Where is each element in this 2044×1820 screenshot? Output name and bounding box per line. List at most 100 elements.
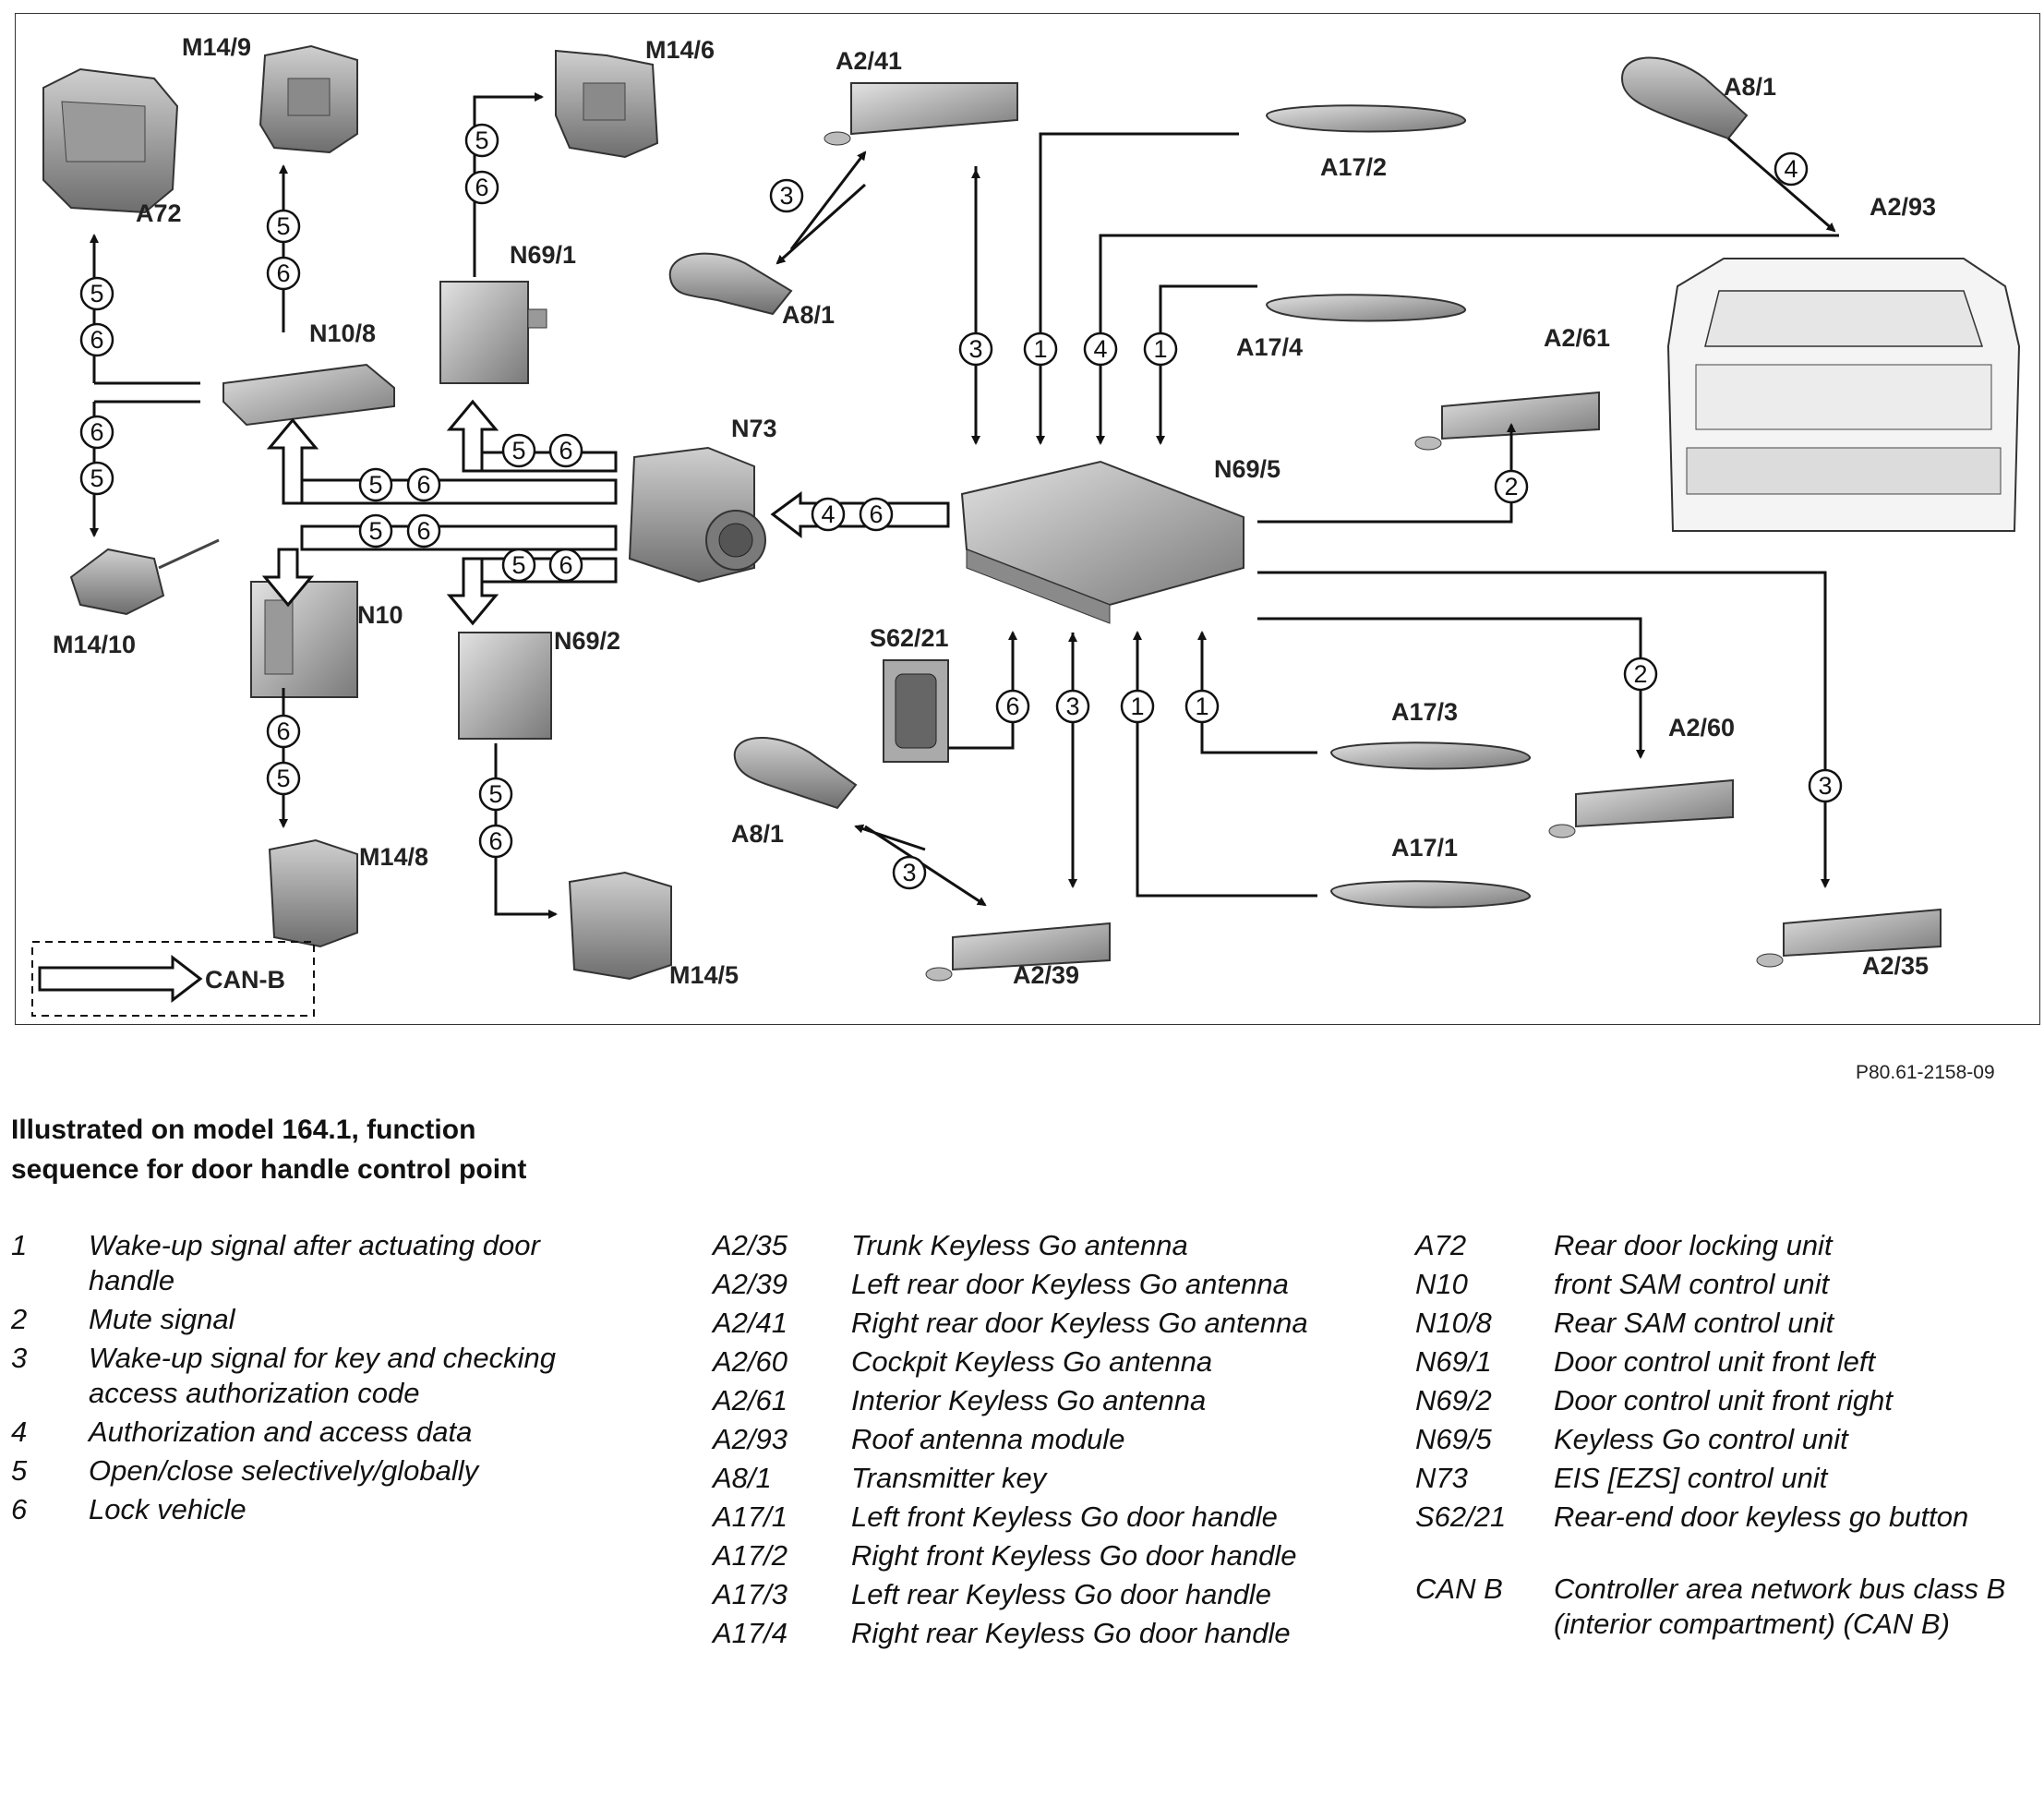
legend-text: Interior Keyless Go antenna — [851, 1384, 1207, 1416]
legend-text: Wake-up signal for key and checking acce… — [89, 1342, 557, 1409]
legend-key: N69/1 — [1415, 1345, 1492, 1378]
legend-key: 2 — [11, 1303, 28, 1335]
legend-key: N10/8 — [1415, 1307, 1492, 1339]
label-a8-1-right: A8/1 — [1724, 73, 1776, 101]
m14-6-actuator-image — [555, 49, 659, 159]
svg-text:6: 6 — [475, 174, 488, 201]
m14-5-actuator-image — [568, 871, 672, 981]
svg-text:1: 1 — [1130, 693, 1144, 720]
label-a2-35: A2/35 — [1862, 952, 1929, 980]
label-a17-1: A17/1 — [1391, 834, 1458, 862]
legend-text: Controller area network bus class B (int… — [1554, 1573, 2006, 1640]
figure-reference: P80.61-2158-09 — [1856, 1062, 1995, 1083]
legend-text: Rear door locking unit — [1554, 1229, 1833, 1261]
svg-text:6: 6 — [1005, 693, 1019, 720]
label-a17-2: A17/2 — [1320, 153, 1387, 181]
svg-text:1: 1 — [1195, 693, 1208, 720]
caption-title-line2: sequence for door handle control point — [11, 1154, 527, 1185]
legend-key: 3 — [11, 1342, 28, 1374]
legend-key: A72 — [1415, 1229, 1467, 1261]
svg-text:3: 3 — [779, 182, 793, 210]
label-a17-3: A17/3 — [1391, 698, 1458, 726]
svg-text:4: 4 — [1784, 155, 1798, 183]
a2-60-antenna-image — [1548, 778, 1734, 838]
legend-text: EIS [EZS] control unit — [1554, 1462, 1828, 1494]
legend-key: 4 — [11, 1416, 28, 1448]
legend-key: A2/41 — [713, 1307, 788, 1339]
a2-35-antenna-image — [1756, 908, 1942, 968]
legend-key: N69/5 — [1415, 1423, 1492, 1455]
m14-8-actuator-image — [268, 838, 358, 948]
legend-text: Transmitter key — [851, 1462, 1047, 1494]
component-labels: A72 M14/9 M14/6 A2/41 A8/1 A17/2 A8/1 A2… — [53, 33, 1936, 994]
svg-text:6: 6 — [416, 471, 430, 499]
legend-text: Roof antenna module — [851, 1423, 1125, 1455]
svg-text:6: 6 — [559, 551, 572, 579]
n69-1-control-unit-image — [439, 281, 547, 384]
a8-1-key-bottom-image — [733, 737, 858, 810]
legend-key: N73 — [1415, 1462, 1468, 1494]
svg-text:1: 1 — [1033, 335, 1047, 363]
n10-8-control-unit-image — [222, 363, 395, 427]
svg-text:1: 1 — [1153, 335, 1167, 363]
legend-key: 1 — [11, 1229, 28, 1261]
a8-1-key-right-image — [1620, 56, 1749, 140]
legend-text: Door control unit front right — [1554, 1384, 1894, 1416]
legend-key: CAN B — [1415, 1573, 1503, 1605]
legend-row: 1 Wake-up signal after actuating door han… — [11, 1228, 602, 1298]
label-a17-4: A17/4 — [1236, 333, 1303, 361]
label-m14-6: M14/6 — [645, 36, 715, 64]
legend-key: A2/39 — [713, 1268, 788, 1300]
label-a2-93: A2/93 — [1870, 193, 1936, 221]
legend-row: A72 Rear door locking unit — [1415, 1228, 2034, 1263]
legend-text: Wake-up signal after actuating door hand… — [89, 1229, 540, 1296]
legend-row: N69/1 Door control unit front left — [1415, 1344, 2034, 1380]
can-b-legend-box — [31, 941, 315, 1017]
legend-text: Mute signal — [89, 1303, 235, 1335]
svg-text:5: 5 — [488, 780, 502, 808]
legend-key: S62/21 — [1415, 1501, 1507, 1533]
legend-text: Open/close selectively/globally — [89, 1454, 479, 1487]
svg-text:5: 5 — [90, 464, 103, 492]
legend-row-can-b: CAN B Controller area network bus class … — [1415, 1572, 2034, 1642]
svg-text:5: 5 — [475, 127, 488, 154]
legend-key: 5 — [11, 1454, 28, 1487]
legend-text: Door control unit front left — [1554, 1345, 1876, 1378]
legend-text: Lock vehicle — [89, 1493, 246, 1525]
label-n69-5: N69/5 — [1214, 455, 1281, 483]
a17-4-handle-image — [1265, 294, 1467, 322]
n69-5-keyless-go-unit-image — [960, 460, 1244, 624]
svg-text:6: 6 — [416, 517, 430, 545]
n10-sam-unit-image — [250, 581, 358, 698]
legend-text: Right rear Keyless Go door handle — [851, 1617, 1291, 1649]
label-a8-1-top: A8/1 — [782, 301, 835, 329]
legend-row: 3 Wake-up signal for key and checking acc… — [11, 1341, 602, 1411]
label-m14-9: M14/9 — [182, 33, 251, 61]
legend-key: A2/60 — [713, 1345, 788, 1378]
legend-key: A8/1 — [713, 1462, 772, 1494]
svg-text:5: 5 — [276, 212, 290, 240]
svg-text:5: 5 — [368, 517, 382, 545]
svg-text:6: 6 — [869, 500, 883, 528]
legend-key: A17/1 — [713, 1501, 788, 1533]
m14-9-actuator-image — [259, 44, 358, 154]
svg-text:3: 3 — [1065, 693, 1079, 720]
label-m14-8: M14/8 — [359, 843, 428, 871]
label-a72: A72 — [136, 199, 182, 227]
svg-text:2: 2 — [1504, 473, 1518, 500]
n69-2-control-unit-image — [458, 632, 552, 740]
a8-1-key-top-image — [668, 252, 793, 316]
legend-key: N10 — [1415, 1268, 1468, 1300]
